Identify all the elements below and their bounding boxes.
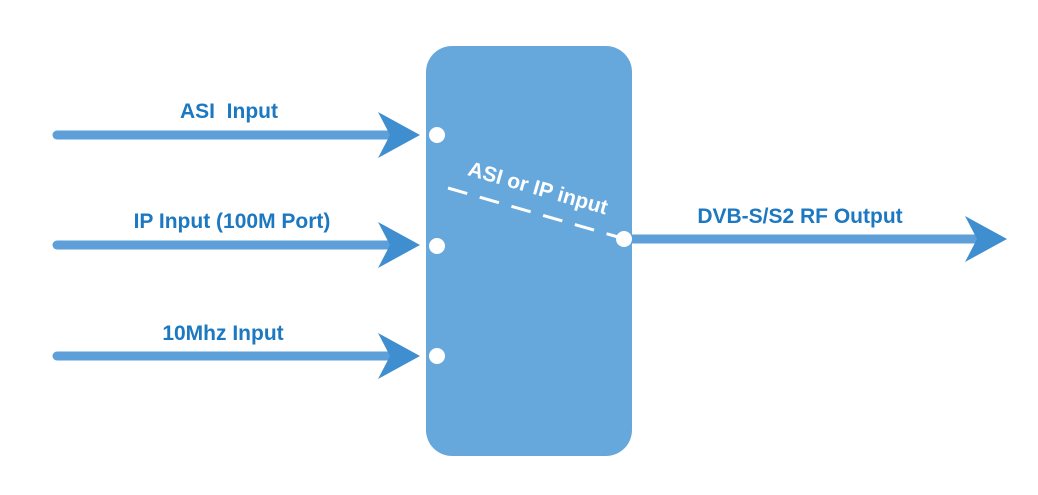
input-port-ip: [429, 238, 445, 254]
input-label-ip: IP Input (100M Port): [134, 210, 331, 233]
input-arrow-asi: [52, 112, 420, 158]
input-label-asi: ASI Input: [180, 100, 278, 123]
input-arrow-ip: [52, 222, 420, 268]
input-port-asi: [429, 127, 445, 143]
input-port-10mhz: [429, 348, 445, 364]
input-label-10mhz: 10Mhz Input: [162, 322, 283, 345]
device-block: [426, 46, 632, 456]
input-arrow-10mhz: [52, 333, 420, 379]
output-port: [616, 231, 632, 247]
output-arrow: [623, 216, 1007, 262]
switch-dashed-line: [447, 186, 619, 239]
output-label: DVB-S/S2 RF Output: [697, 205, 902, 228]
